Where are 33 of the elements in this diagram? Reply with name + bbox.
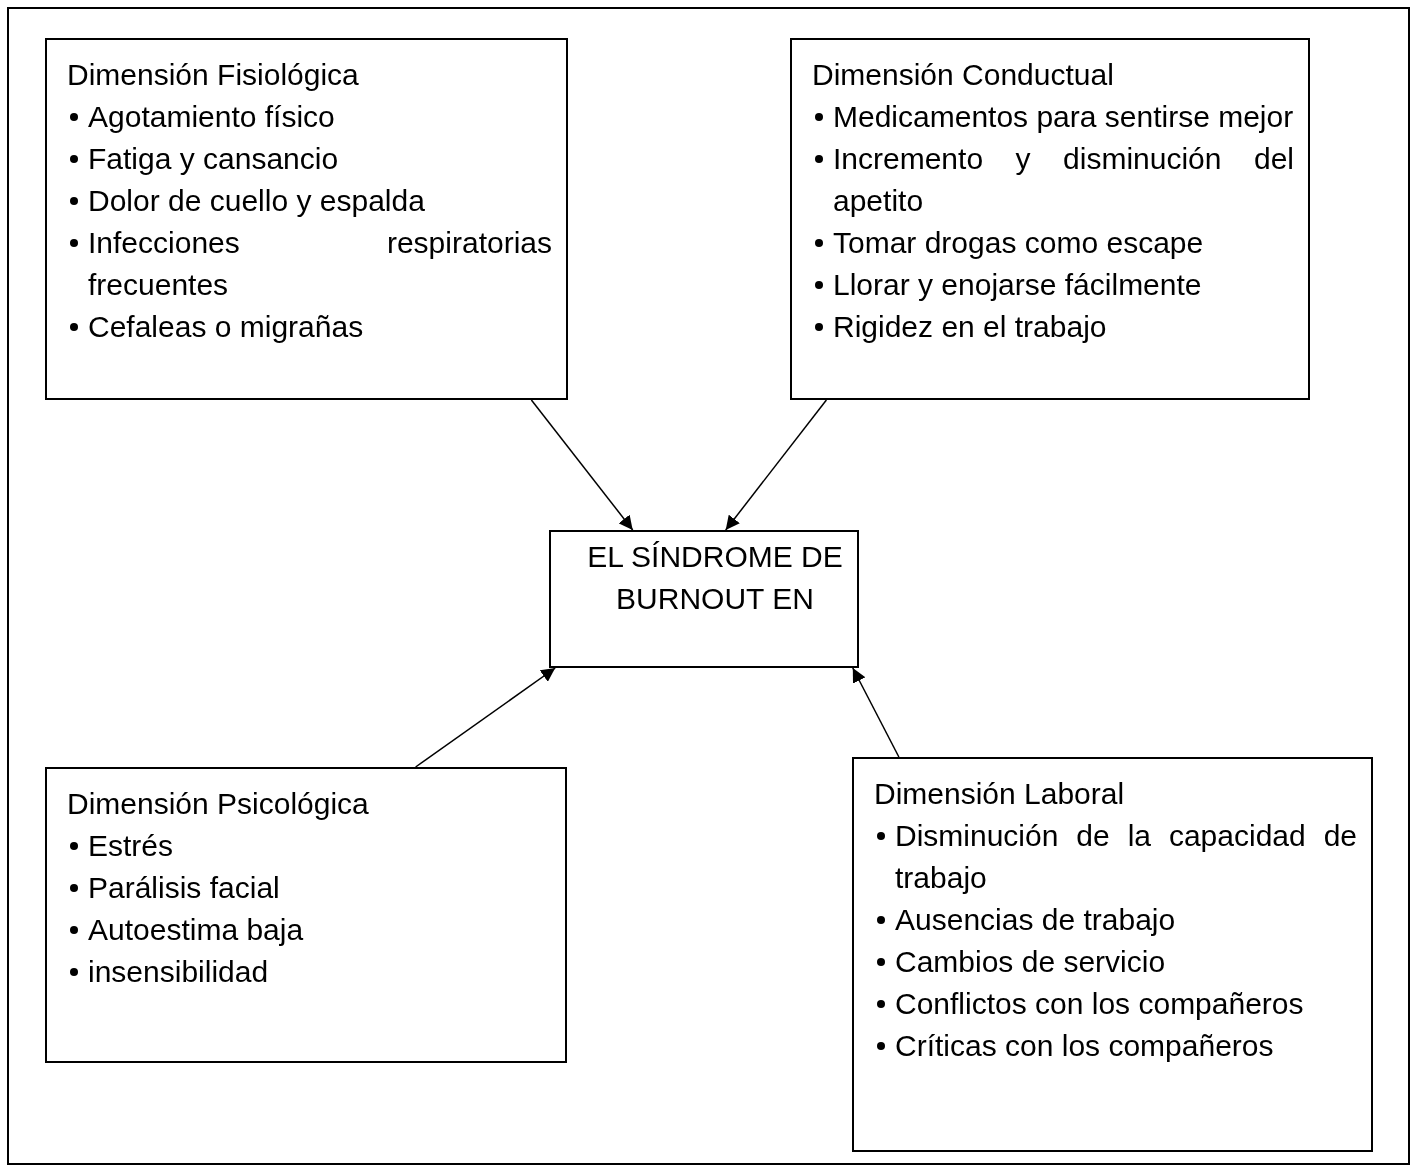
arrow — [724, 399, 828, 531]
box-heading: Dimensión Psicológica — [67, 786, 370, 822]
list-item: Críticas con los compañeros — [895, 1028, 1275, 1064]
list-item: Agotamiento físico — [88, 99, 336, 135]
dimension-box — [45, 767, 567, 1063]
list-item: insensibilidad — [88, 954, 270, 990]
dimension-box — [45, 38, 568, 400]
box-heading: Dimensión Conductual — [812, 57, 1115, 93]
arrow — [414, 667, 556, 768]
box-heading: Dimensión Fisiológica — [67, 57, 360, 93]
list-item: Cefaleas o migrañas — [88, 309, 365, 345]
arrow — [852, 667, 900, 758]
list-item: Autoestima baja — [88, 912, 305, 948]
dimension-box — [790, 38, 1310, 400]
list-item: Ausencias de trabajo — [895, 902, 1177, 938]
list-item: Conflictos con los compañeros — [895, 986, 1305, 1022]
list-item: Rigidez en el trabajo — [833, 309, 1108, 345]
list-item: Dolor de cuello y espalda — [88, 183, 426, 219]
list-item: Tomar drogas como escape — [833, 225, 1205, 261]
box-heading: Dimensión Laboral — [874, 776, 1126, 812]
list-item: Llorar y enojarse fácilmente — [833, 267, 1203, 303]
list-item: Medicamentos para sentirse mejor — [833, 99, 1294, 135]
list-item: Parálisis facial — [88, 870, 281, 906]
arrow — [530, 399, 634, 531]
list-item: Infecciones respiratorias frecuentes — [88, 225, 552, 303]
list-item: Disminución de la capacidad de trabajo — [895, 818, 1357, 896]
list-item: Fatiga y cansancio — [88, 141, 340, 177]
central-title: EL SÍNDROME DE BURNOUT EN — [587, 539, 843, 617]
list-item: Estrés — [88, 828, 175, 864]
dimension-box — [852, 757, 1373, 1152]
list-item: Cambios de servicio — [895, 944, 1167, 980]
central-box — [549, 530, 859, 668]
list-item: Incremento y disminución del apetito — [833, 141, 1294, 219]
